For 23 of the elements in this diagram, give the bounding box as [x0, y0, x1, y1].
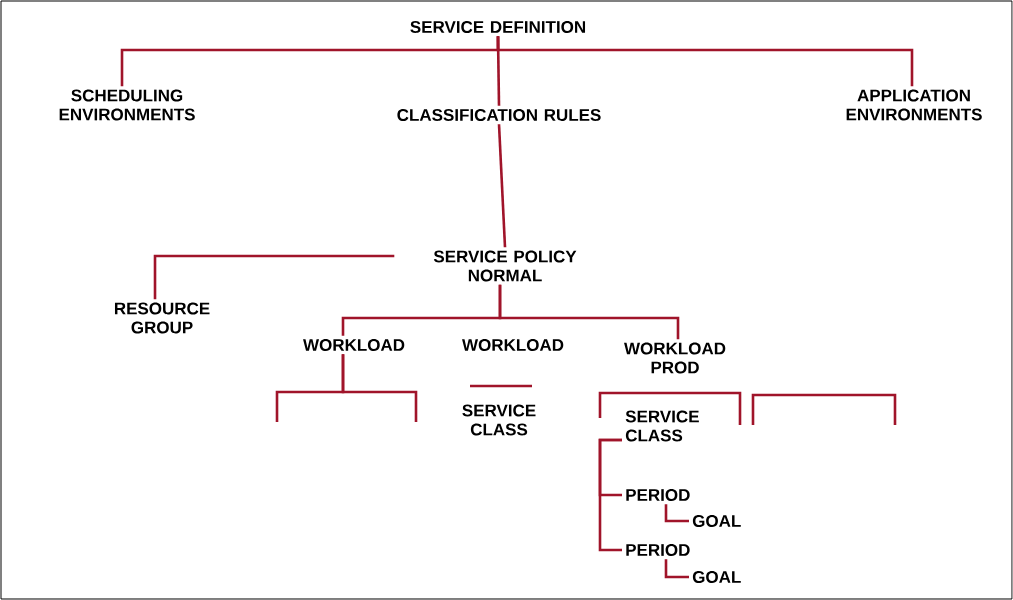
connector-line [341, 354, 418, 422]
node-label: APPLICATION ENVIRONMENTS [846, 89, 982, 121]
node-label: PERIOD [626, 488, 690, 501]
node-label: SERVICE POLICY NORMAL [433, 250, 577, 282]
connector-line [498, 284, 680, 340]
node-label: RESOURCE GROUP [115, 302, 210, 334]
node-label: SCHEDULING ENVIRONMENTS [59, 89, 195, 121]
connector-line [153, 254, 395, 300]
node-label: WORKLOAD [303, 339, 405, 351]
node-label: SERVICE DEFINITION [410, 21, 585, 34]
node-label: SERVICE CLASS [625, 410, 699, 442]
node-label: CLASSIFICATION RULES [397, 109, 601, 121]
node-label: GOAL [692, 514, 741, 527]
node-label: PERIOD [626, 543, 690, 556]
connector-line [496, 36, 914, 87]
connector-line [664, 504, 689, 523]
node-label: WORKLOAD [462, 339, 564, 351]
connector-line [598, 438, 622, 552]
node-label: GOAL [692, 570, 741, 583]
connector-line [664, 559, 689, 579]
node-label: WORKLOAD PROD [624, 342, 726, 374]
node-label: SERVICE CLASS [462, 404, 536, 436]
connector-line [497, 124, 507, 248]
